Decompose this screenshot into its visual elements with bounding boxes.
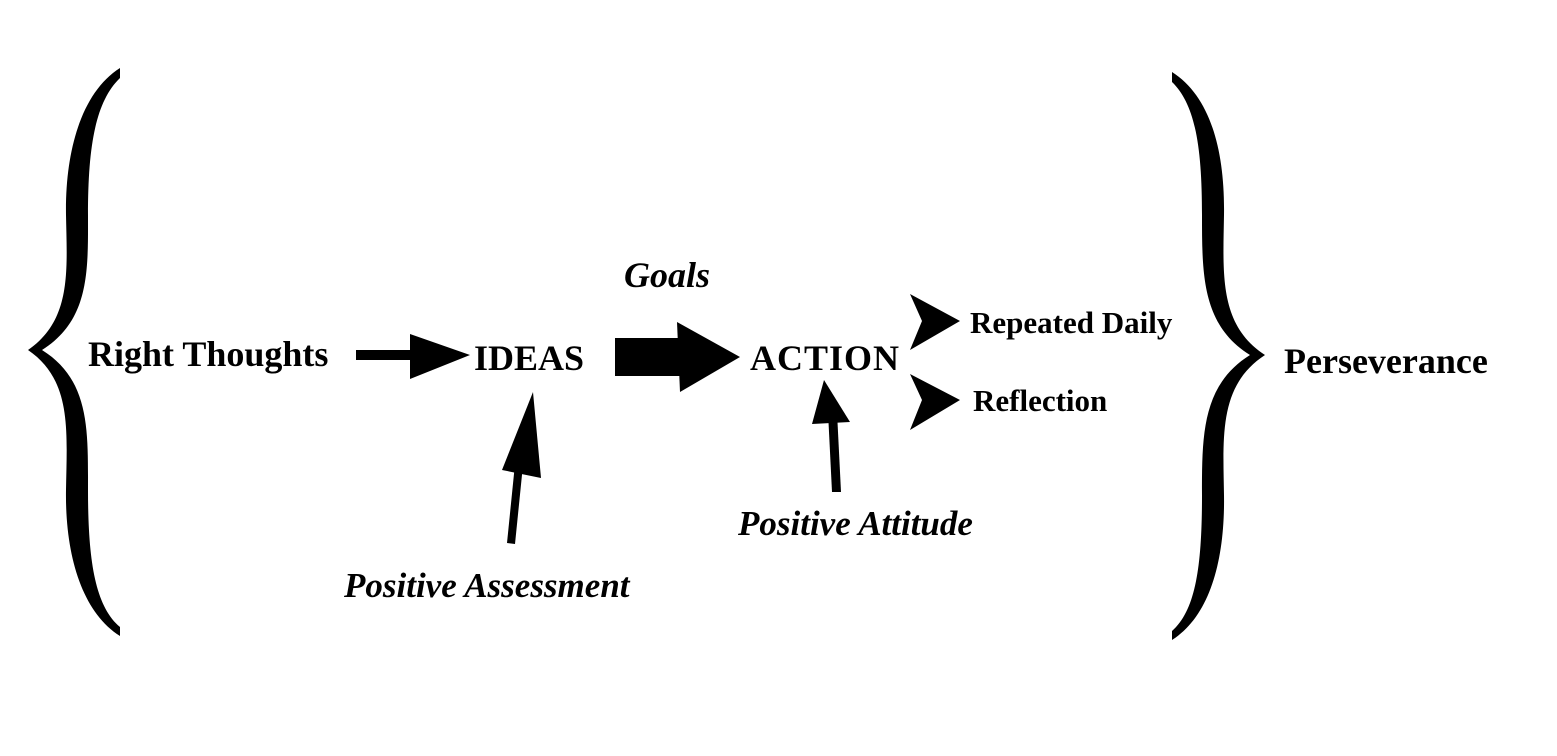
node-perseverance: Perseverance — [1284, 341, 1488, 381]
modifier-positive-attitude: Positive Attitude — [738, 504, 973, 543]
arrow-ideas-to-action-thick — [615, 322, 740, 392]
right-curly-brace — [1172, 72, 1265, 640]
modifier-positive-assessment: Positive Assessment — [344, 566, 630, 605]
arrowhead-to-repeated-daily — [910, 294, 960, 350]
node-repeated-daily: Repeated Daily — [970, 305, 1173, 340]
node-reflection: Reflection — [973, 383, 1108, 418]
arrow-positive-attitude-to-action — [812, 380, 850, 492]
node-right-thoughts: Right Thoughts — [88, 334, 329, 374]
modifier-goals: Goals — [624, 255, 711, 295]
arrow-positive-assessment-to-ideas — [502, 392, 541, 544]
arrow-right-thoughts-to-ideas — [356, 334, 470, 379]
left-curly-brace — [28, 68, 120, 636]
arrowhead-to-reflection — [910, 374, 960, 430]
node-action: ACTION — [750, 338, 901, 378]
node-ideas: IDEAS — [474, 338, 585, 378]
